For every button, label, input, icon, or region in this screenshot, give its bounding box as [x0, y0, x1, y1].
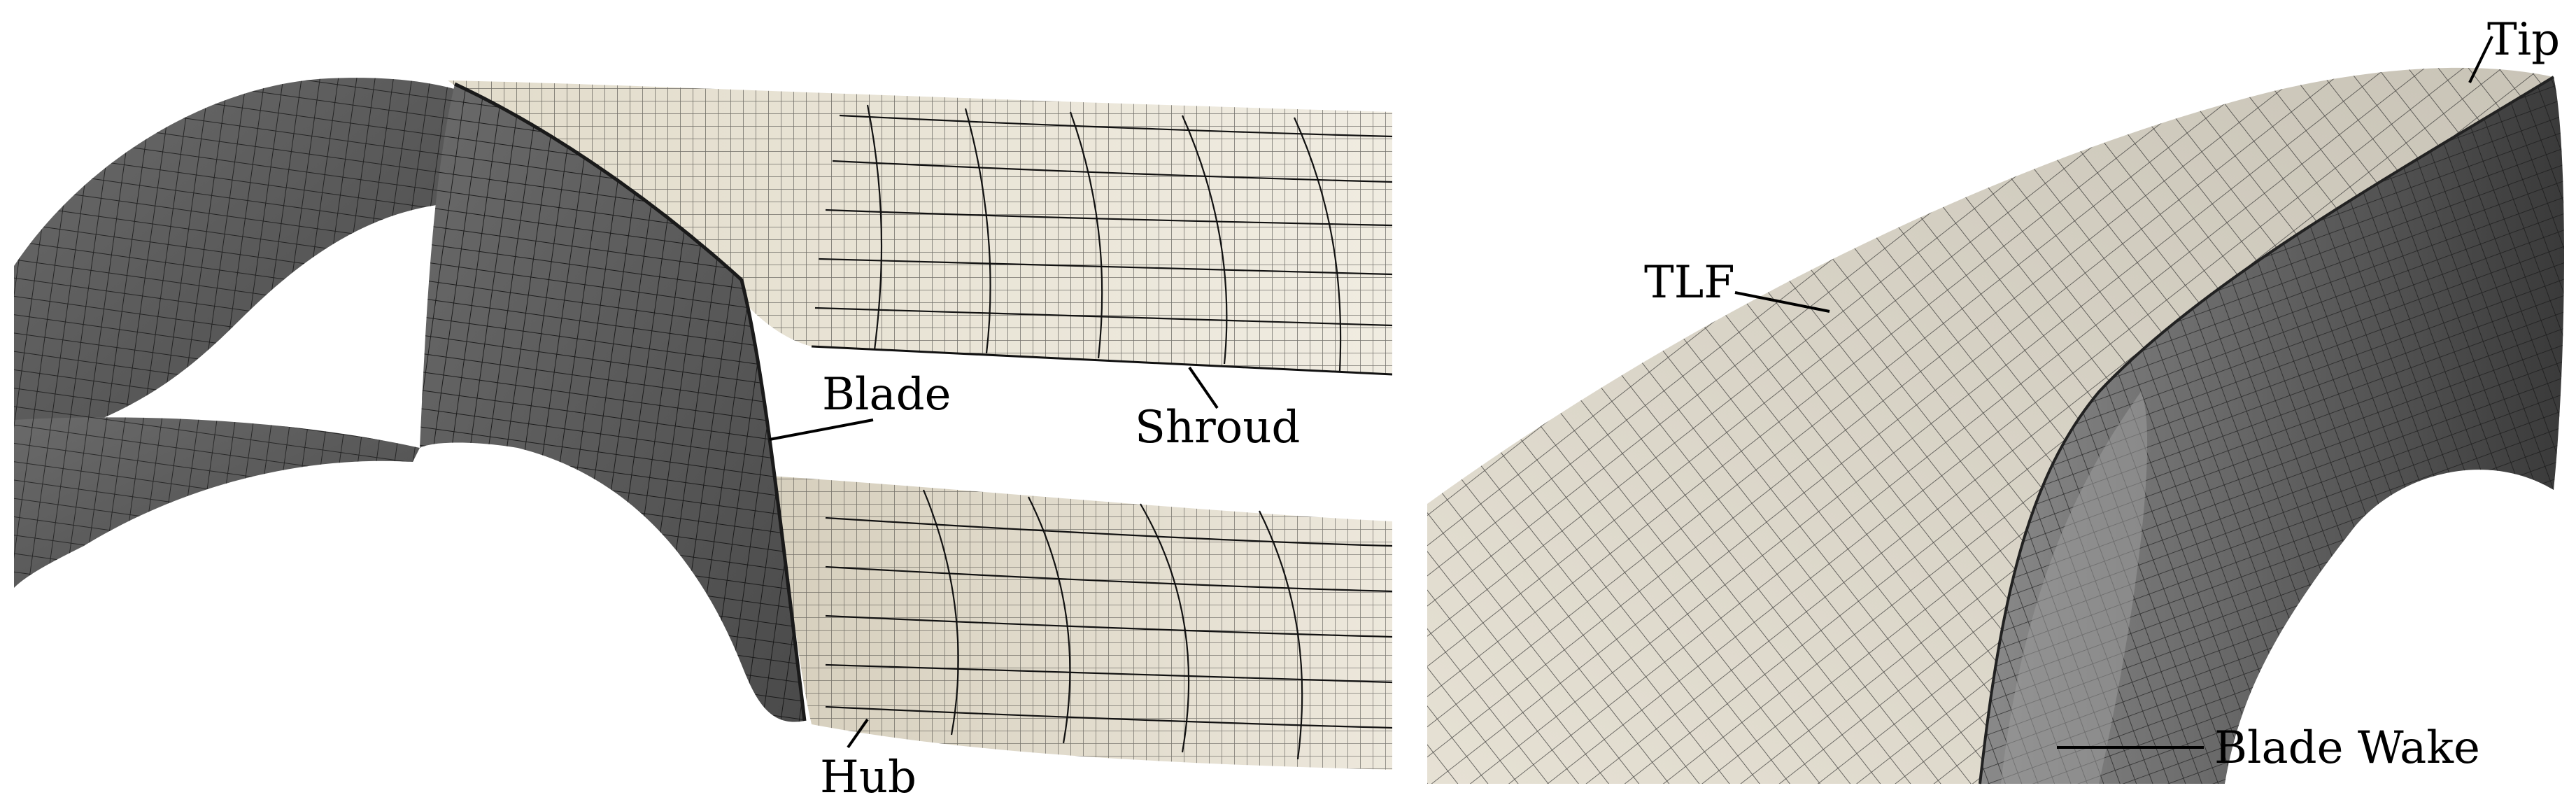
label-tip-group: Tip: [2468, 14, 2560, 83]
blade-side-surface: [1979, 76, 2564, 785]
left-panel-mesh-view: Blade Shroud Hub: [14, 78, 1392, 795]
main-blade-surface: [420, 82, 807, 722]
label-shroud: Shroud: [1135, 402, 1300, 453]
label-blade-wake: Blade Wake: [2214, 722, 2480, 774]
right-panel-mesh-view: TLF Tip Blade Wake: [1427, 14, 2564, 785]
shroud-surface: [448, 80, 1392, 376]
label-hub-group: Hub: [820, 718, 917, 795]
label-blade: Blade: [822, 369, 951, 421]
label-hub: Hub: [820, 752, 917, 795]
upper-blade-arch: [14, 78, 462, 449]
tlf-surface: [1427, 67, 2554, 784]
label-tip: Tip: [2487, 14, 2560, 66]
lower-blade-sweep: [14, 417, 420, 588]
hub-surface: [770, 476, 1392, 770]
label-tlf: TLF: [1644, 257, 1735, 309]
label-shroud-group: Shroud: [1135, 366, 1300, 453]
label-tlf-group: TLF: [1644, 257, 1830, 313]
label-blade-wake-group: Blade Wake: [2057, 722, 2480, 774]
label-blade-group: Blade: [769, 369, 951, 441]
